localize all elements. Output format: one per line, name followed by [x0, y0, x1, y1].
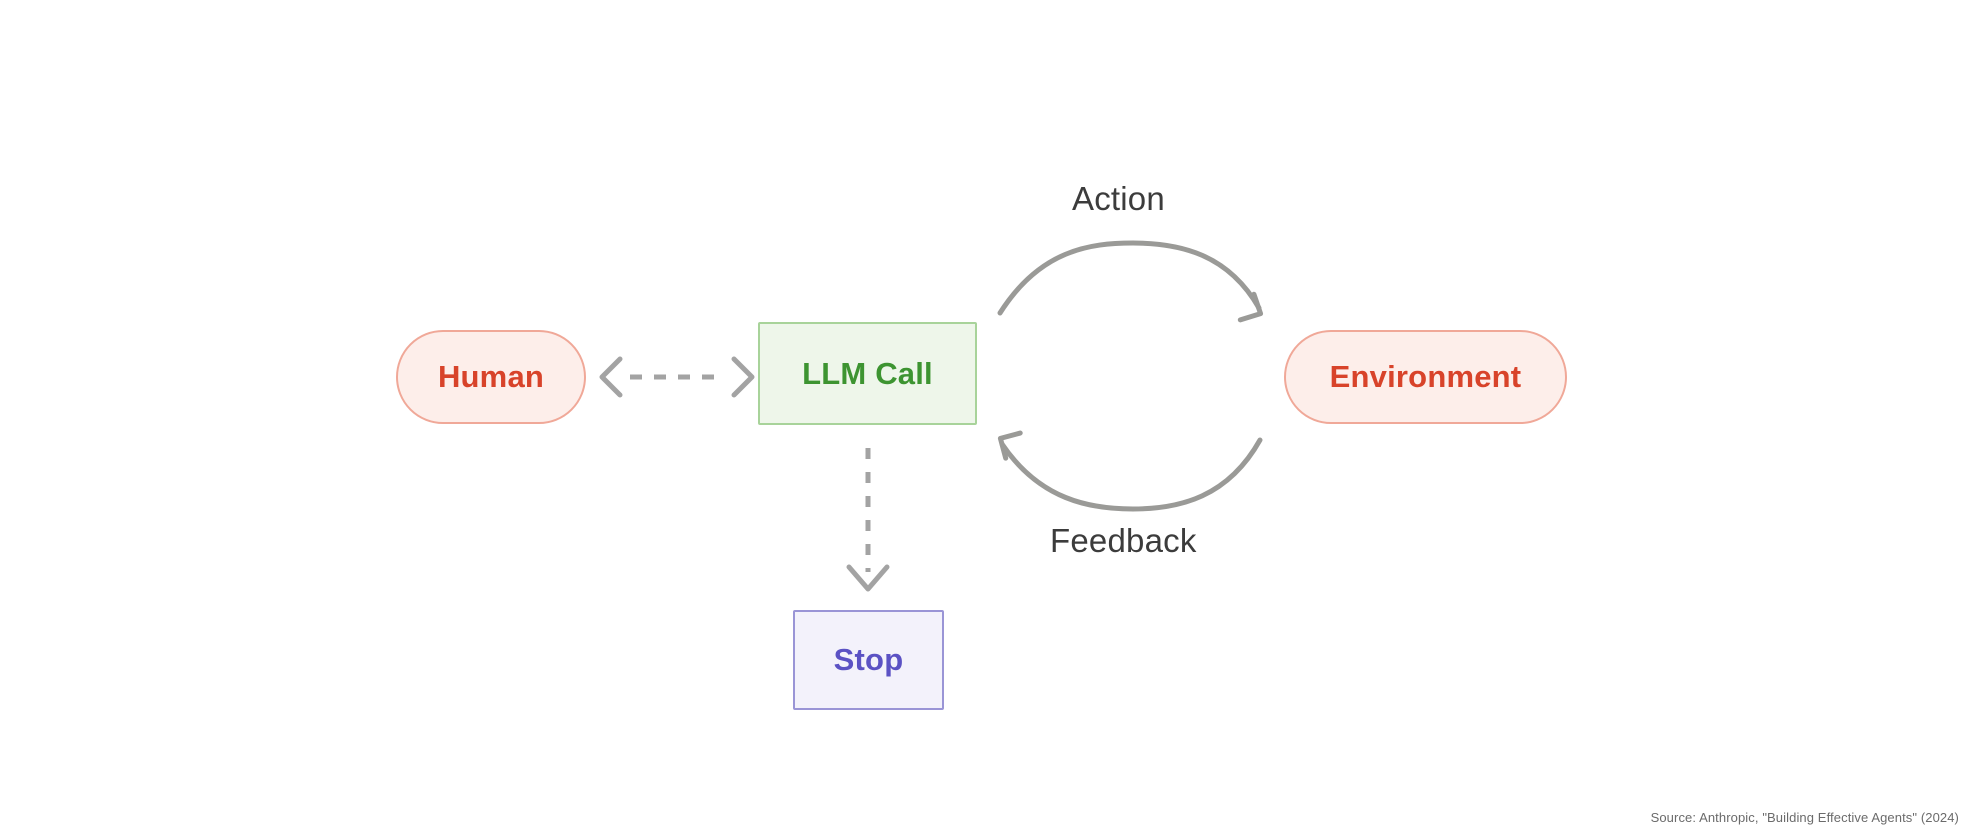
edge-action-arrowhead — [1237, 291, 1264, 323]
edge-llm-call-stop-arrowhead — [846, 564, 890, 592]
edge-feedback-arc — [999, 437, 1263, 512]
edge-action-arc — [997, 240, 1262, 316]
source-caption: Source: Anthropic, "Building Effective A… — [1650, 810, 1959, 825]
edge-label-feedback: Feedback — [1050, 522, 1197, 559]
edge-human-llm-call-arrowhead-right — [731, 356, 755, 398]
edge-human-llm-call — [599, 356, 755, 398]
edge-label-action: Action — [1072, 180, 1165, 217]
node-environment[interactable]: Environment — [1284, 330, 1567, 424]
edge-llm-call-stop — [846, 448, 890, 592]
edge-action — [997, 240, 1264, 323]
node-human[interactable]: Human — [396, 330, 586, 424]
edge-feedback — [997, 430, 1263, 512]
edge-human-llm-call-arrowhead-left — [599, 356, 623, 398]
node-llm-call[interactable]: LLM Call — [758, 322, 977, 425]
edge-feedback-arrowhead — [997, 430, 1023, 461]
node-stop[interactable]: Stop — [793, 610, 944, 710]
